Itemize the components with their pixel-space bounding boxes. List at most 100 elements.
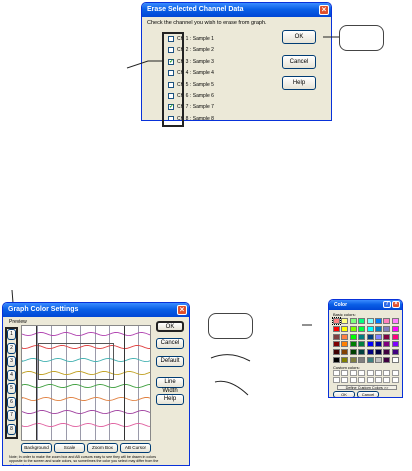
channel-button[interactable]: 2 — [7, 342, 16, 354]
custom-color-swatch[interactable] — [375, 370, 382, 376]
custom-color-swatch[interactable] — [341, 370, 349, 376]
custom-color-swatch[interactable] — [358, 370, 366, 376]
custom-color-swatch[interactable] — [366, 370, 374, 376]
basic-color-swatch[interactable] — [366, 333, 374, 340]
custom-color-swatch[interactable] — [366, 377, 374, 383]
basic-color-swatch[interactable] — [358, 341, 366, 348]
basic-color-swatch[interactable] — [383, 318, 391, 324]
define-custom-colors-button[interactable]: Define Custom Colors >> — [337, 385, 397, 390]
basic-color-swatch[interactable] — [383, 325, 391, 332]
basic-color-swatch[interactable] — [333, 333, 340, 340]
custom-color-swatch[interactable] — [349, 377, 357, 383]
channel-button[interactable]: 5 — [7, 383, 16, 394]
ok-button[interactable]: OK — [333, 391, 355, 397]
custom-color-swatch[interactable] — [333, 370, 340, 376]
tab-button[interactable]: Zoom Box — [87, 443, 118, 453]
basic-color-swatch[interactable] — [332, 317, 341, 325]
basic-color-swatch[interactable] — [349, 318, 357, 324]
checkbox[interactable] — [168, 93, 174, 99]
basic-color-swatch[interactable] — [391, 341, 399, 348]
custom-color-swatch[interactable] — [349, 370, 357, 376]
custom-color-swatch[interactable] — [375, 377, 382, 383]
basic-color-swatch[interactable] — [391, 349, 399, 356]
basic-color-swatch[interactable] — [341, 357, 349, 363]
basic-color-swatch[interactable] — [366, 341, 374, 348]
basic-color-swatch[interactable] — [341, 341, 349, 348]
ok-button[interactable]: OK — [156, 321, 184, 332]
custom-color-swatch[interactable] — [383, 377, 391, 383]
basic-color-swatch[interactable] — [333, 349, 340, 356]
tab-button[interactable]: Scale — [54, 443, 85, 453]
basic-color-swatch[interactable] — [349, 357, 357, 363]
cancel-button[interactable]: Cancel — [357, 391, 379, 397]
help-button[interactable]: Help — [156, 394, 184, 405]
line-width-button[interactable]: Line Width — [156, 377, 184, 394]
basic-color-swatch[interactable] — [366, 325, 374, 332]
custom-color-swatch[interactable] — [383, 370, 391, 376]
basic-color-swatch[interactable] — [375, 333, 382, 340]
basic-color-swatch[interactable] — [349, 325, 357, 332]
basic-color-swatch[interactable] — [341, 349, 349, 356]
basic-color-swatch[interactable] — [333, 325, 340, 332]
default-button[interactable]: Default — [156, 356, 184, 367]
basic-color-swatch[interactable] — [349, 349, 357, 356]
basic-color-swatch[interactable] — [383, 341, 391, 348]
channel-button[interactable]: 6 — [7, 396, 16, 408]
basic-color-swatch[interactable] — [383, 357, 391, 363]
basic-color-swatch[interactable] — [341, 333, 349, 340]
grid-line-vertical — [138, 326, 139, 440]
custom-color-swatch[interactable] — [391, 370, 399, 376]
basic-color-swatch[interactable] — [391, 318, 399, 324]
help-button[interactable]: Help — [282, 76, 316, 90]
basic-color-swatch[interactable] — [366, 349, 374, 356]
custom-color-swatch[interactable] — [341, 377, 349, 383]
checked-checkbox[interactable]: ✓ — [168, 58, 175, 65]
checkbox[interactable] — [168, 47, 174, 54]
basic-color-swatch[interactable] — [349, 333, 357, 340]
close-icon[interactable]: × — [392, 301, 400, 308]
basic-color-swatch[interactable] — [375, 318, 382, 324]
tab-button[interactable]: Background — [21, 443, 52, 453]
help-icon[interactable]: ? — [383, 301, 391, 308]
basic-color-swatch[interactable] — [366, 318, 374, 324]
channel-button[interactable]: 8 — [7, 423, 16, 435]
basic-color-swatch[interactable] — [383, 349, 391, 356]
basic-color-swatch[interactable] — [391, 333, 399, 340]
checkbox[interactable] — [168, 70, 174, 77]
close-icon[interactable]: × — [319, 5, 329, 15]
custom-color-swatch[interactable] — [391, 377, 399, 383]
tab-button[interactable]: AB Cursor — [120, 443, 151, 453]
basic-color-swatch[interactable] — [358, 325, 366, 332]
basic-color-swatch[interactable] — [366, 357, 374, 363]
custom-color-swatch[interactable] — [333, 377, 340, 383]
basic-color-swatch[interactable] — [375, 357, 382, 363]
basic-color-swatch[interactable] — [349, 341, 357, 348]
channel-button[interactable]: 3 — [7, 356, 16, 367]
cancel-button[interactable]: Cancel — [156, 338, 184, 349]
basic-color-swatch[interactable] — [358, 318, 366, 324]
channel-button[interactable]: 1 — [7, 329, 16, 340]
basic-color-swatch[interactable] — [341, 318, 349, 324]
custom-color-swatch[interactable] — [358, 377, 366, 383]
basic-color-swatch[interactable] — [391, 357, 399, 363]
checked-checkbox[interactable]: ✓ — [168, 104, 175, 111]
checkbox[interactable] — [168, 115, 174, 120]
checkbox[interactable] — [168, 36, 174, 42]
basic-color-swatch[interactable] — [383, 333, 391, 340]
basic-color-swatch[interactable] — [391, 325, 399, 332]
checkbox[interactable] — [168, 81, 174, 88]
channel-button[interactable]: 4 — [7, 369, 16, 381]
basic-color-swatch[interactable] — [358, 349, 366, 356]
channel-button[interactable]: 7 — [7, 410, 16, 421]
basic-color-swatch[interactable] — [333, 341, 340, 348]
ok-button[interactable]: OK — [282, 30, 316, 44]
basic-color-swatch[interactable] — [341, 325, 349, 332]
basic-color-swatch[interactable] — [375, 349, 382, 356]
basic-color-swatch[interactable] — [358, 333, 366, 340]
cancel-button[interactable]: Cancel — [282, 55, 316, 69]
basic-color-swatch[interactable] — [375, 341, 382, 348]
basic-color-swatch[interactable] — [375, 325, 382, 332]
basic-color-swatch[interactable] — [333, 357, 340, 363]
basic-color-swatch[interactable] — [358, 357, 366, 363]
close-icon[interactable]: × — [177, 305, 187, 315]
